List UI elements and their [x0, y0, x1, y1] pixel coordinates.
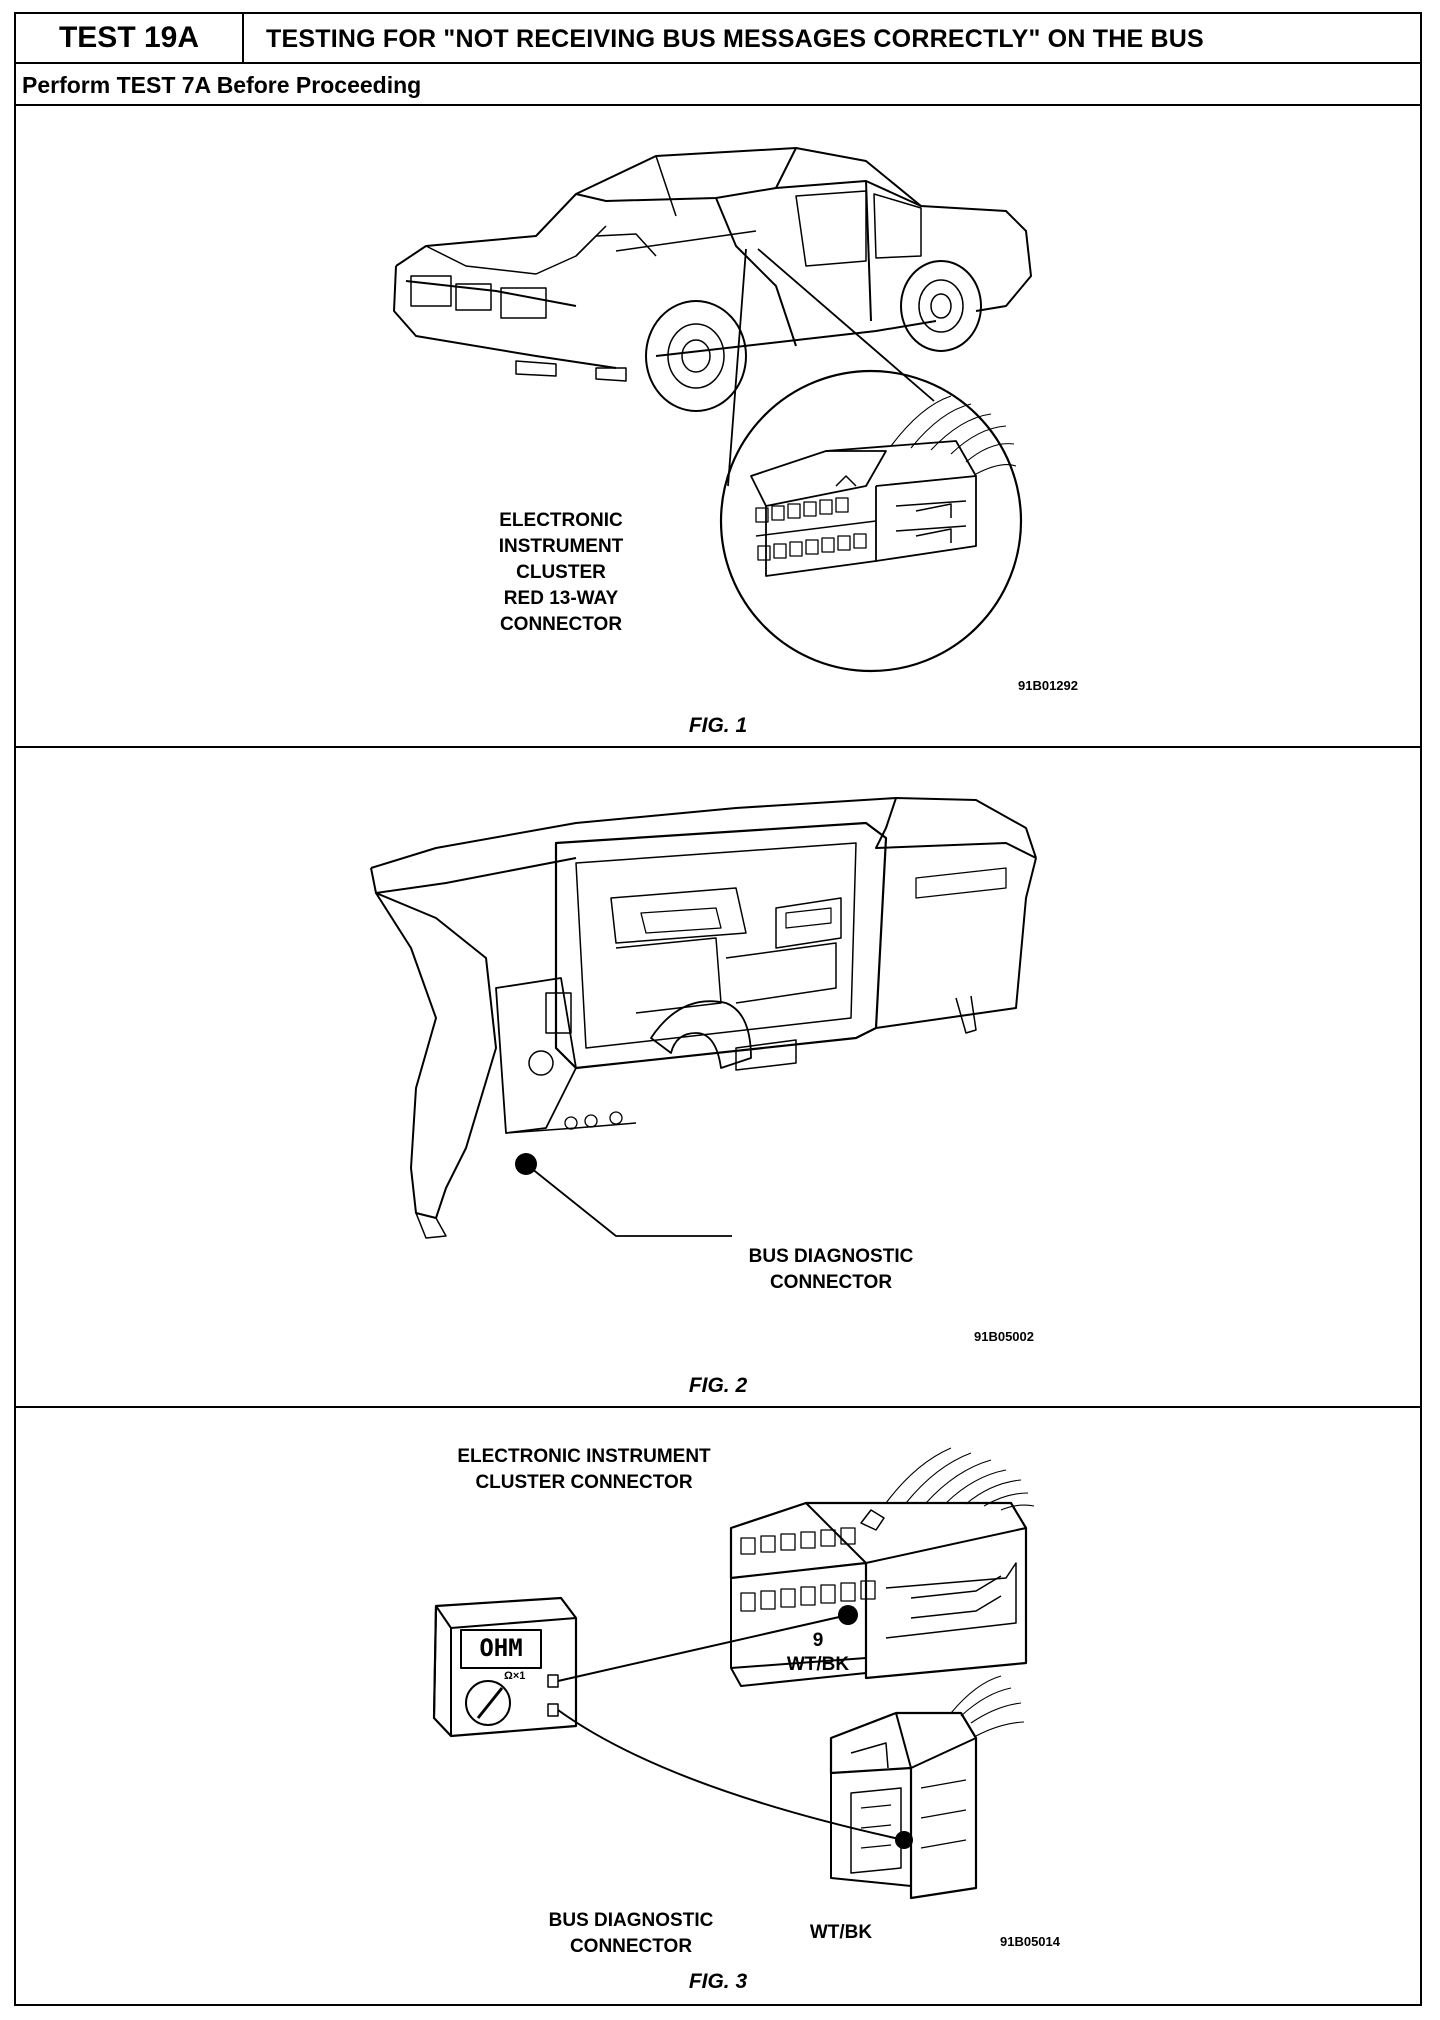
bus-connector-drawing — [829, 1711, 978, 1900]
figure-3-caption: FIG. 3 — [688, 1970, 748, 1993]
cluster-connector-label: ELECTRONIC INSTRUMENT CLUSTER CONNECTOR — [457, 1446, 711, 1493]
figure-2-panel: BUS DIAGNOSTIC CONNECTOR 91B05002 FIG. 2 — [16, 748, 1420, 1408]
ohmmeter-drawing — [432, 1596, 578, 1738]
cluster-connector-drawing — [729, 1501, 1028, 1687]
bus-connector-label: BUS DIAGNOSTIC CONNECTOR — [548, 1910, 714, 1957]
wiring-test-illustration — [432, 1447, 1035, 1900]
meter-range-label: Ω×1 — [504, 1670, 526, 1682]
figure-1-panel: ELECTRONIC INSTRUMENT CLUSTER RED 13-WAY… — [16, 106, 1420, 748]
pin-number-label: 9 — [812, 1630, 824, 1651]
cluster-connector-callout: ELECTRONIC INSTRUMENT CLUSTER RED 13-WAY… — [498, 510, 624, 635]
prerequisite-note: Perform TEST 7A Before Proceeding — [16, 64, 1420, 106]
figure-2-caption: FIG. 2 — [688, 1374, 748, 1397]
meter-display: OHM — [479, 1634, 523, 1662]
test-id: TEST 19A — [16, 14, 244, 62]
test-header: TEST 19A TESTING FOR "NOT RECEIVING BUS … — [16, 14, 1420, 64]
figure-3-panel: OHM Ω×1 ELECTRONIC INSTRUMENT CLUSTER CO… — [16, 1408, 1420, 2004]
cluster-wire-color-label: WT/BK — [786, 1654, 850, 1675]
figure-3-code: 91B05014 — [1000, 1934, 1060, 1949]
figure-2-code: 91B05002 — [974, 1329, 1034, 1344]
instrument-panel-illustration — [370, 797, 1037, 1239]
figure-1-code: 91B01292 — [1018, 678, 1078, 693]
bus-diagnostic-connector-callout: BUS DIAGNOSTIC CONNECTOR — [748, 1246, 914, 1293]
figure-1-caption: FIG. 1 — [688, 714, 748, 737]
test-title: TESTING FOR "NOT RECEIVING BUS MESSAGES … — [266, 25, 1204, 53]
car-illustration — [393, 147, 1032, 673]
bus-wire-color-label: WT/BK — [809, 1922, 873, 1943]
test-page: TEST 19A TESTING FOR "NOT RECEIVING BUS … — [14, 12, 1422, 2006]
